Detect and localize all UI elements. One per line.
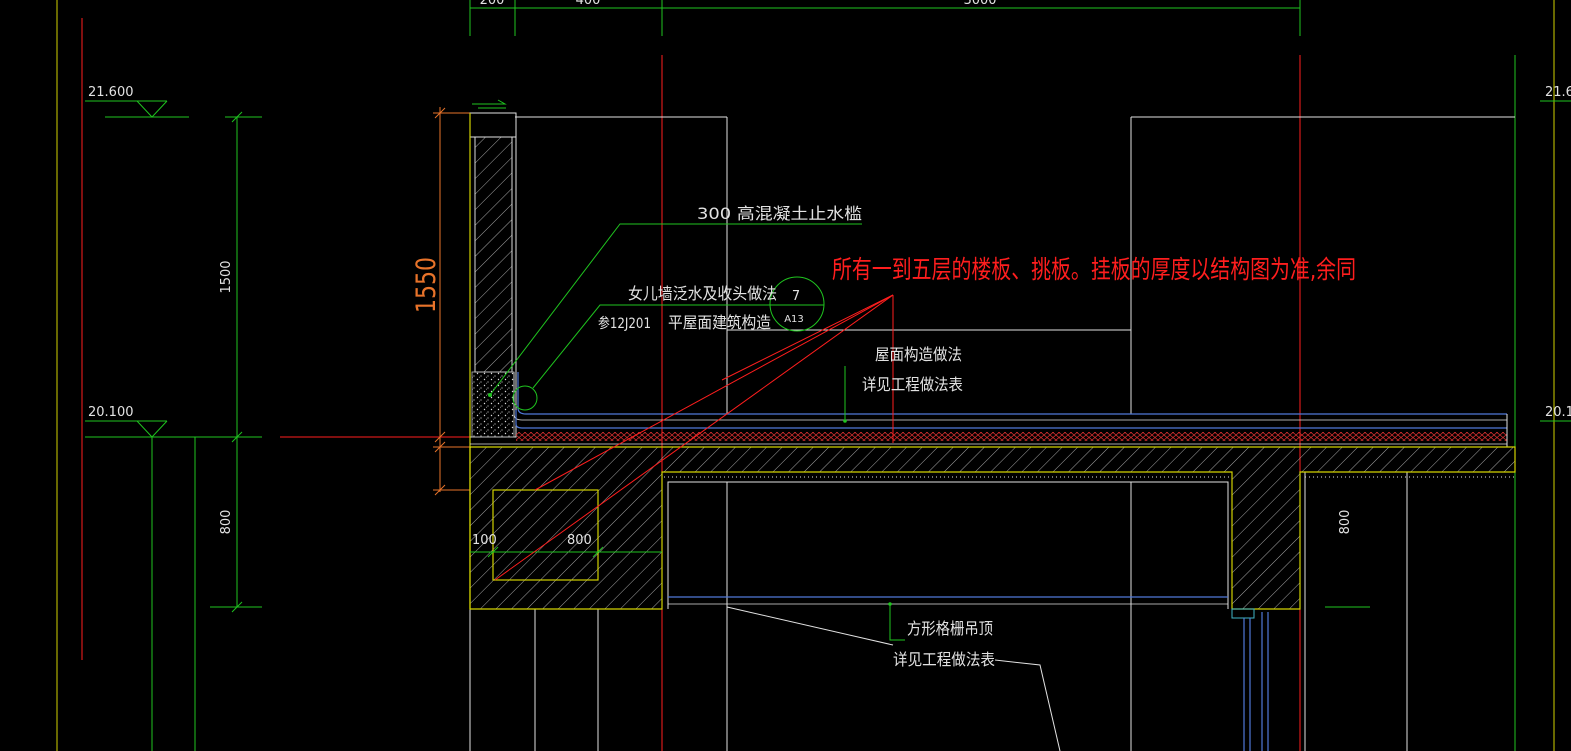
grid-ceiling [668, 596, 1269, 751]
parapet-top-arrow [472, 99, 507, 109]
elevation-label: 20.100 [88, 405, 134, 420]
dimension-label: 800 [567, 533, 592, 548]
right-vertical-dimension: 800 [1325, 510, 1370, 608]
elevation-label: 21.600 [88, 85, 134, 100]
detail-index-circle [769, 276, 825, 332]
slab-hatch [470, 447, 1515, 609]
roof-construction-note: 屋面构造做法 [875, 345, 962, 364]
parapet-height-label: 1550 [411, 257, 442, 313]
top-dimension-label: 400 [576, 0, 601, 8]
top-dimension-label: 3000 [963, 0, 996, 8]
reference-atlas: 参12J201 [598, 315, 651, 332]
leader-dot [843, 419, 847, 423]
dimension-tick [231, 601, 243, 613]
leader-white-ceiling-tail [994, 659, 1061, 751]
top-dimension-chain: 200 400 3000 [469, 0, 1301, 36]
ceiling-edge-trim [1231, 608, 1255, 619]
annotation-texts: 300 高混凝土止水槛 所有一到五层的楼板、挑板。挂板的厚度以结构图为准,余同 … [598, 204, 1356, 669]
elevation-label: 20.1 [1545, 405, 1571, 420]
elevation-marker-left-top: 21.600 [85, 85, 189, 118]
red-leader [721, 294, 894, 381]
dimension-label: 800 [219, 510, 234, 535]
membrane-upturn [517, 372, 1507, 415]
detail-sheet: A13 [784, 314, 804, 325]
roof-layers [470, 372, 1508, 447]
insulation-upturn [515, 410, 1507, 429]
red-note-leaders [494, 294, 894, 581]
dimension-tick [434, 431, 446, 443]
roof-see-table-note: 详见工程做法表 [862, 375, 963, 394]
top-dimension-label: 200 [480, 0, 505, 8]
membrane-upturn [513, 372, 1507, 421]
ceiling-see-table-note: 详见工程做法表 [893, 650, 995, 669]
dimension-tick [434, 441, 446, 453]
parapet-height-dimension: 1550 [411, 107, 470, 496]
leader-dot [488, 393, 492, 397]
leader-white-ceiling [726, 606, 894, 646]
grid-lines [56, 0, 1555, 751]
dimension-tick [231, 431, 243, 443]
detail-number: 7 [792, 289, 800, 304]
ceiling-note: 方形格栅吊顶 [907, 619, 993, 638]
dimension-tick [434, 107, 446, 119]
dimension-tick [592, 546, 604, 558]
structural-thickness-note: 所有一到五层的楼板、挑板。挂板的厚度以结构图为准,余同 [832, 255, 1356, 284]
leader-water-stop [489, 223, 862, 396]
elevation-triangle [136, 100, 168, 118]
dimension-label: 800 [1338, 510, 1353, 535]
parapet-flashing-note: 女儿墙泛水及收头做法 [628, 284, 777, 303]
flashing-detail-circle [512, 385, 538, 411]
dimension-tick [434, 484, 446, 496]
leader-ceiling [889, 604, 905, 641]
elevation-marker-right-bottom: 20.1 [1540, 405, 1571, 422]
annotation-leaders [488, 223, 1061, 751]
red-leader [534, 294, 894, 491]
elevation-marker-right-top: 21.6 [1540, 85, 1571, 102]
structural-slab [469, 446, 1516, 610]
water-stop-curb [471, 371, 515, 438]
building-outlines [469, 116, 1515, 751]
elevation-marker-left-bottom: 20.100 [85, 405, 262, 438]
dimension-label: 100 [472, 533, 497, 548]
beam-opening [492, 489, 599, 581]
protective-layer-band [516, 432, 1507, 441]
left-vertical-dimension: 1500 800 [210, 111, 262, 613]
red-leader [494, 294, 894, 581]
leader-dot [888, 602, 892, 606]
dimension-label: 1500 [219, 260, 234, 293]
leader-parapet-flashing [532, 304, 824, 389]
beam-dimension: 100 800 [470, 533, 662, 558]
dimension-tick [231, 111, 243, 123]
reference-title: 平屋面建筑构造 [668, 313, 771, 332]
elevation-triangle [136, 420, 168, 438]
water-stop-note: 300 高混凝土止水槛 [697, 204, 862, 223]
slab-soffit-finish [667, 481, 1229, 609]
elevation-label: 21.6 [1545, 85, 1571, 100]
parapet-masonry-hatch [474, 136, 513, 373]
dimension-tick [487, 546, 499, 558]
